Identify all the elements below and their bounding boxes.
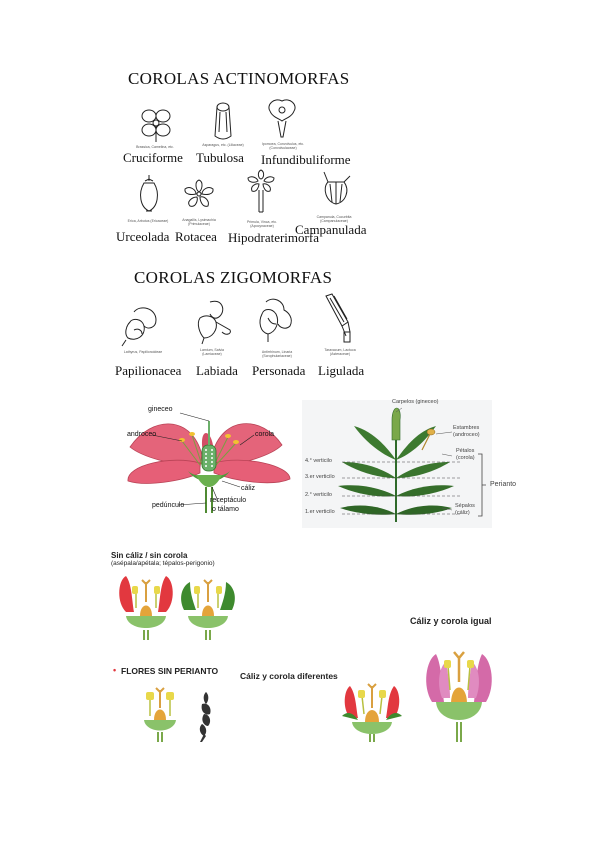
urceolada-sub: Erica, Arbutus (Ericaceae) (127, 219, 169, 223)
zygo-title: COROLAS ZIGOMORFAS (134, 268, 333, 287)
label-caliz-v: (cáliz) (455, 510, 470, 516)
papilionacea-label: Papilionacea (115, 363, 182, 378)
sin-subtitle: (asépala/apétala; tépalos-perigonio) (111, 560, 215, 567)
actino-title: COROLAS ACTINOMORFAS (128, 69, 350, 88)
igual-flower (426, 651, 492, 742)
cruciforme-label: Cruciforme (123, 150, 183, 165)
cruciforme-sub: Brassica, Camelina, etc. (136, 145, 174, 149)
label-sepalos: Sépalos (455, 503, 475, 509)
sinperianto-flower (144, 687, 176, 742)
diferentes-title: Cáliz y corola diferentes (240, 671, 338, 681)
rotacea-flower (184, 179, 214, 207)
ligulada-sub: Taraxacum, Lactuca (Asteraceae) (324, 348, 356, 356)
campanulada-label: Campanulada (295, 222, 367, 237)
papilionacea-flower (121, 307, 157, 347)
label-androceo-v: (androceo) (453, 432, 480, 438)
label-androceo: androceo (127, 431, 157, 438)
igual-title: Cáliz y corola igual (410, 616, 492, 626)
label-perianto: Perianto (490, 481, 517, 488)
label-estambres: Estambres (453, 425, 480, 431)
sin-corola-flower (181, 579, 235, 640)
label-corola: corola (255, 431, 275, 438)
rotacea-sub: Anagallis, Lysimachia (Primulaceae) (182, 218, 216, 226)
label-pedunculo: pedúnculo (152, 502, 185, 509)
label-v4: 4.° verticilo (305, 458, 332, 464)
tubulosa-label: Tubulosa (196, 150, 244, 165)
ligulada-flower (325, 293, 351, 343)
label-corola-v: (corola) (456, 455, 475, 461)
label-receptaculo: receptáculo (210, 497, 247, 504)
label-gineceo: gineceo (148, 406, 173, 413)
cruciforme-flower (141, 109, 171, 142)
personada-sub: Antirrhinum, Linaria (Scrophulariaceae) (261, 350, 293, 358)
sinperianto-sketch (199, 692, 211, 742)
label-caliz: cáliz (241, 485, 256, 492)
sinperianto-title: FLORES SIN PERIANTO (121, 666, 219, 676)
label-v2: 2.° verticilo (305, 492, 332, 498)
flower-parts-illustration (127, 412, 291, 513)
infundibuliforme-label: Infundibuliforme (261, 152, 351, 167)
ligulada-label: Ligulada (318, 363, 365, 378)
tubulosa-flower (214, 102, 232, 140)
rotacea-label: Rotacea (175, 229, 217, 244)
hipodraterimorfa-sub: Primula, Vinca, etc. (Apocynaceae) (246, 220, 278, 228)
labiada-sub: Lamium, Salvia (Lamiaceae) (200, 348, 224, 356)
label-petalos: Pétalos (456, 448, 475, 454)
papilionacea-sub: Lathyrus, Papilionoideae (123, 350, 163, 354)
diferentes-flower (342, 683, 402, 742)
campanulada-sub: Campanula, Cucurbita (Campanulaceae) (316, 215, 352, 223)
infundibuliforme-sub: Ipomoea, Convolvulus, etc. (Convolvulace… (261, 142, 305, 150)
sinperianto-bullet: • (113, 665, 117, 675)
hipodraterimorfa-flower (247, 169, 275, 213)
sin-caliz-flower (119, 576, 173, 640)
urceolada-label: Urceolada (116, 229, 170, 244)
infundibuliforme-flower (268, 99, 296, 138)
label-v3: 3.er verticilo (305, 474, 335, 480)
labiada-label: Labiada (196, 363, 238, 378)
hipodraterimorfa-label: Hipodraterimorfa (228, 230, 319, 245)
label-carpelos: Carpelos (gineceo) (392, 399, 439, 405)
urceolada-flower (140, 175, 158, 212)
verticils-illustration (338, 407, 486, 522)
labiada-flower (197, 300, 231, 345)
campanulada-flower (323, 171, 351, 205)
label-talamo: o tálamo (212, 506, 239, 513)
tubulosa-sub: Asparagus, etc. (Liliaceae) (202, 143, 244, 147)
personada-flower (259, 298, 292, 342)
sin-title: Sin cáliz / sin corola (111, 551, 188, 560)
label-v1: 1.er verticilo (305, 509, 335, 515)
personada-label: Personada (252, 363, 306, 378)
